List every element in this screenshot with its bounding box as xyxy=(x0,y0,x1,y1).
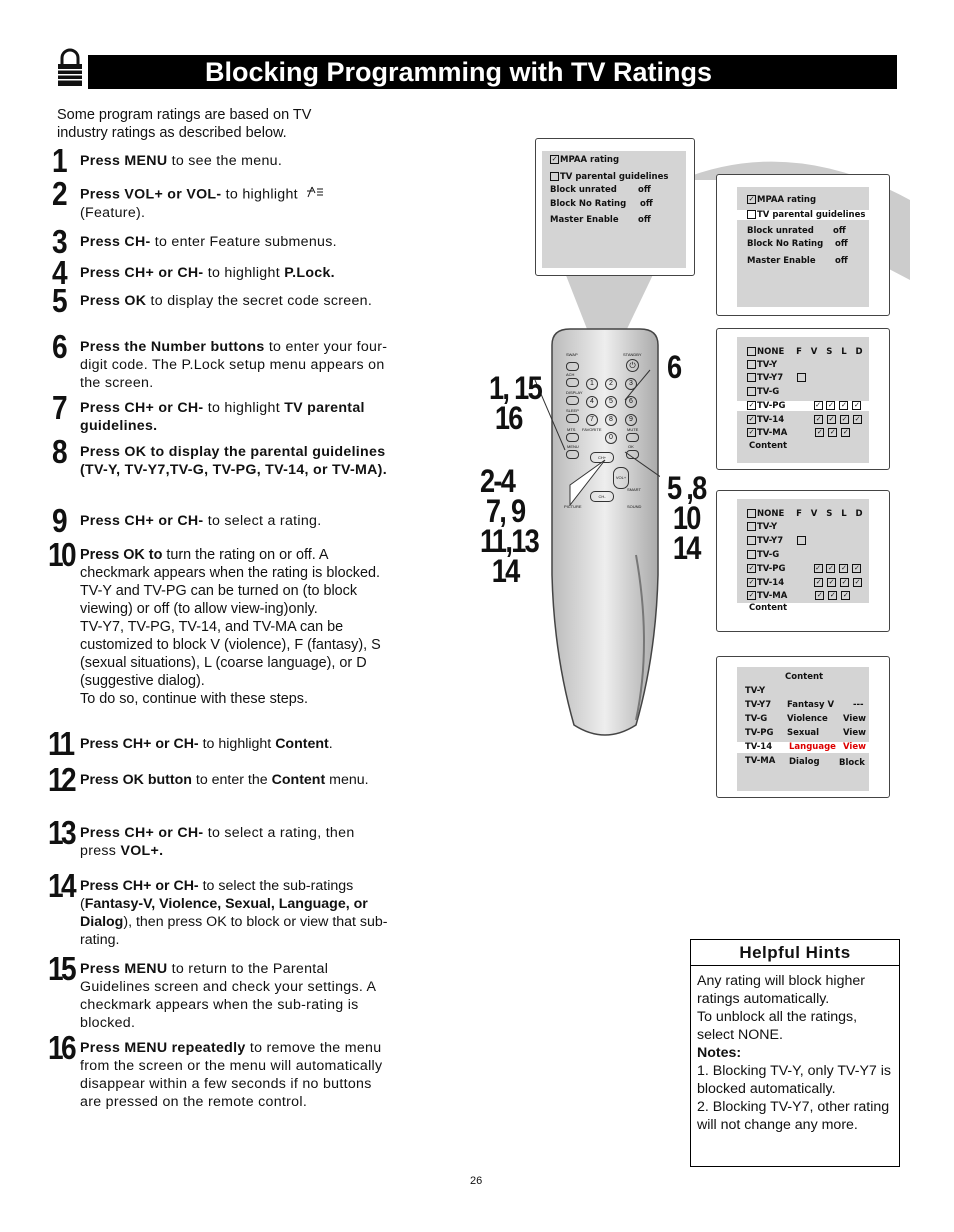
swap-button[interactable] xyxy=(566,362,579,371)
feature-icon xyxy=(306,185,324,204)
menu-label: MENU xyxy=(567,444,579,449)
step-number: 6 xyxy=(52,328,68,365)
step-number: 14 xyxy=(48,867,77,904)
intro-text: Some program ratings are based on TV ind… xyxy=(57,107,312,141)
tv-screen-ratings: NONE F V S L D TV-Y TV-Y7 TV-G ✓TV-PG✓ ✓… xyxy=(716,328,890,470)
favorite-label: FAVORITE xyxy=(582,427,602,432)
hint-paragraph: Any rating will block higher ratings aut… xyxy=(697,973,865,1007)
note-item: 2. Blocking TV-Y7, other rating will not… xyxy=(697,1099,890,1133)
step-number: 7 xyxy=(52,389,68,426)
tv-screen-menu-highlight: ✓MPAA rating TV parental guidelines Bloc… xyxy=(716,174,890,316)
ch-down-button[interactable]: CH- xyxy=(590,491,614,502)
digit-3-button[interactable]: 3 xyxy=(625,378,637,390)
step-number: 1 xyxy=(52,142,68,179)
sleep-label: SLEEP xyxy=(566,408,579,413)
swap-label: SWAP xyxy=(566,352,578,357)
vol-up-button[interactable]: VOL+ xyxy=(613,467,629,489)
digit-6-button[interactable]: 6 xyxy=(625,396,637,408)
callout-6: 6 xyxy=(667,349,682,385)
step-number: 3 xyxy=(52,223,68,260)
lock-icon xyxy=(56,48,84,88)
tv-screen-menu: ✓MPAA rating TV parental guidelines Bloc… xyxy=(535,138,695,276)
step-number: 9 xyxy=(52,502,68,539)
mts-label: MTS xyxy=(567,427,576,432)
helpful-hints-box: Helpful Hints Any rating will block high… xyxy=(690,939,900,1167)
hint-paragraph: To unblock all the ratings, select NONE. xyxy=(697,1009,858,1043)
step-number: 8 xyxy=(52,433,68,470)
callout-lines xyxy=(534,369,660,507)
step-number: 5 xyxy=(52,282,68,319)
step-number: 11 xyxy=(48,725,75,762)
picture-label: PICTURE xyxy=(564,504,582,509)
tv-screen-ratings-content: NONE F V S L D TV-Y TV-Y7 TV-G ✓TV-PG✓ ✓… xyxy=(716,490,890,632)
digit-4-button[interactable]: 4 xyxy=(586,396,598,408)
digit-9-button[interactable]: 9 xyxy=(625,414,637,426)
callout-5-8-10-14: 5 ,8 10 14 xyxy=(667,470,707,566)
power-button[interactable]: ⏻ xyxy=(626,359,639,372)
digit-1-button[interactable]: 1 xyxy=(586,378,598,390)
callout-2-4-14: 2-4 7, 9 11,13 14 xyxy=(480,463,540,589)
note-item: 1. Blocking TV-Y, only TV-Y7 is blocked … xyxy=(697,1063,891,1097)
page-title: Blocking Programming with TV Ratings xyxy=(88,55,897,89)
menu-button[interactable] xyxy=(566,450,579,459)
standby-label: STANDBY xyxy=(623,352,642,357)
digit-8-button[interactable]: 8 xyxy=(605,414,617,426)
digit-0-button[interactable]: 0 xyxy=(605,432,617,444)
ok-label: OK xyxy=(628,444,634,449)
step-number: 12 xyxy=(48,761,77,798)
step-number: 15 xyxy=(48,950,77,987)
helpful-hints-title: Helpful Hints xyxy=(691,940,899,966)
mute-button[interactable] xyxy=(626,433,639,442)
mts-button[interactable] xyxy=(566,433,579,442)
smart-label: SMART xyxy=(627,487,641,492)
step-number: 10 xyxy=(48,536,77,573)
step-number: 2 xyxy=(52,175,68,212)
sleep-button[interactable] xyxy=(566,414,579,423)
sound-label: SOUND xyxy=(627,504,642,509)
display-button[interactable] xyxy=(566,396,579,405)
tv-screen-content: Content TV-Y TV-Y7 Fantasy V --- TV-G Vi… xyxy=(716,656,890,798)
ach-label: ACH xyxy=(566,372,575,377)
step-number: 16 xyxy=(48,1029,77,1066)
digit-5-button[interactable]: 5 xyxy=(605,396,617,408)
step-number: 4 xyxy=(52,254,68,291)
notes-heading: Notes: xyxy=(697,1045,742,1061)
mute-label: MUTE xyxy=(627,427,639,432)
ok-button[interactable] xyxy=(626,450,639,459)
display-label: DISPLAY xyxy=(566,390,583,395)
step-number: 13 xyxy=(48,814,77,851)
digit-7-button[interactable]: 7 xyxy=(586,414,598,426)
digit-2-button[interactable]: 2 xyxy=(605,378,617,390)
remote-control xyxy=(540,325,670,745)
ach-button[interactable] xyxy=(566,378,579,387)
callout-1-15-16: 1, 15 16 xyxy=(489,370,543,436)
page-number: 26 xyxy=(470,1175,483,1187)
